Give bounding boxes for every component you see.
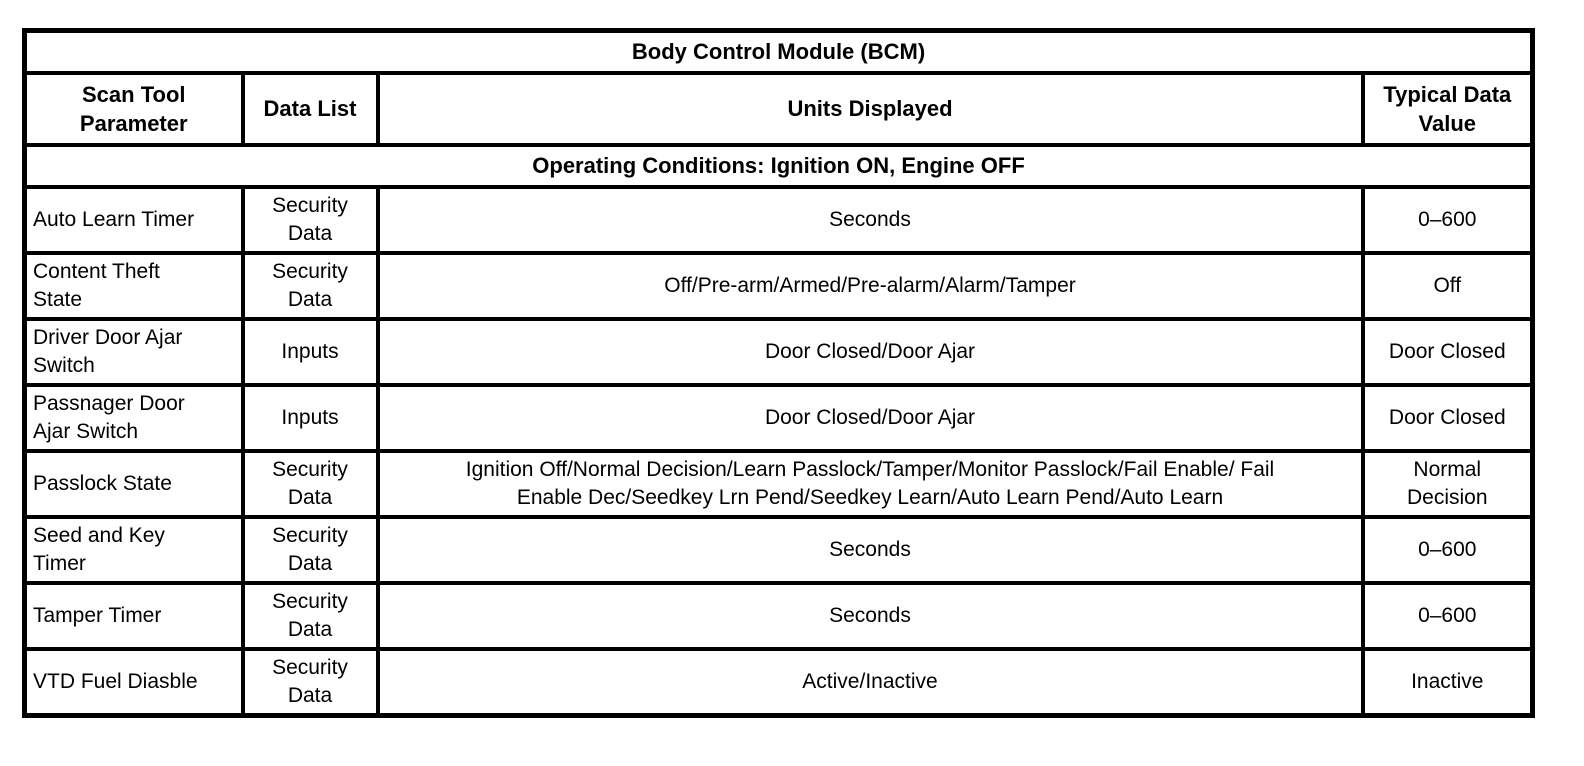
table-row: Seed and Key Timer Security Data Seconds… [22,515,1535,585]
cell-data-list: Inputs [240,317,380,387]
cell-data-list: Security Data [240,185,380,255]
table-row: Passlock State Security Data Ignition Of… [22,449,1535,519]
table-row: Passnager Door Ajar Switch Inputs Door C… [22,383,1535,453]
column-header-units-displayed: Units Displayed [375,71,1365,147]
cell-typical-value: Inactive [1360,647,1535,717]
table-header-row: Scan Tool Parameter Data List Units Disp… [22,71,1535,147]
cell-units: Active/Inactive [375,647,1365,717]
table-row: Driver Door Ajar Switch Inputs Door Clos… [22,317,1535,387]
cell-units: Seconds [375,515,1365,585]
cell-units: Seconds [375,185,1365,255]
table-title: Body Control Module (BCM) [22,28,1535,75]
table-row: VTD Fuel Diasble Security Data Active/In… [22,647,1535,717]
cell-typical-value: 0–600 [1360,185,1535,255]
cell-typical-value: 0–600 [1360,515,1535,585]
cell-typical-value: Off [1360,251,1535,321]
cell-typical-value: Door Closed [1360,317,1535,387]
column-header-data-list: Data List [240,71,380,147]
cell-data-list: Security Data [240,647,380,717]
cell-parameter: Tamper Timer [22,581,245,651]
cell-data-list: Security Data [240,581,380,651]
cell-parameter: Content Theft State [22,251,245,321]
cell-parameter: Driver Door Ajar Switch [22,317,245,387]
table-row: Tamper Timer Security Data Seconds 0–600 [22,581,1535,651]
cell-typical-value: Normal Decision [1360,449,1535,519]
cell-typical-value: Door Closed [1360,383,1535,453]
column-header-typical-data-value: Typical Data Value [1360,71,1535,147]
cell-units: Door Closed/Door Ajar [375,383,1365,453]
cell-data-list: Security Data [240,515,380,585]
cell-typical-value: 0–600 [1360,581,1535,651]
cell-parameter: Auto Learn Timer [22,185,245,255]
cell-parameter: VTD Fuel Diasble [22,647,245,717]
cell-parameter: Passnager Door Ajar Switch [22,383,245,453]
cell-data-list: Inputs [240,383,380,453]
operating-conditions-header: Operating Conditions: Ignition ON, Engin… [22,143,1535,189]
cell-units: Door Closed/Door Ajar [375,317,1365,387]
bcm-scan-data-table: Body Control Module (BCM) Scan Tool Para… [22,28,1536,718]
section-header-row: Operating Conditions: Ignition ON, Engin… [22,143,1535,189]
cell-parameter: Seed and Key Timer [22,515,245,585]
cell-data-list: Security Data [240,449,380,519]
cell-units: Ignition Off/Normal Decision/Learn Passl… [375,449,1365,519]
cell-parameter: Passlock State [22,449,245,519]
cell-units: Off/Pre-arm/Armed/Pre-alarm/Alarm/Tamper [375,251,1365,321]
cell-units: Seconds [375,581,1365,651]
table-row: Content Theft State Security Data Off/Pr… [22,251,1535,321]
column-header-scan-tool-parameter: Scan Tool Parameter [22,71,245,147]
cell-data-list: Security Data [240,251,380,321]
table-title-row: Body Control Module (BCM) [22,28,1535,75]
table-row: Auto Learn Timer Security Data Seconds 0… [22,185,1535,255]
